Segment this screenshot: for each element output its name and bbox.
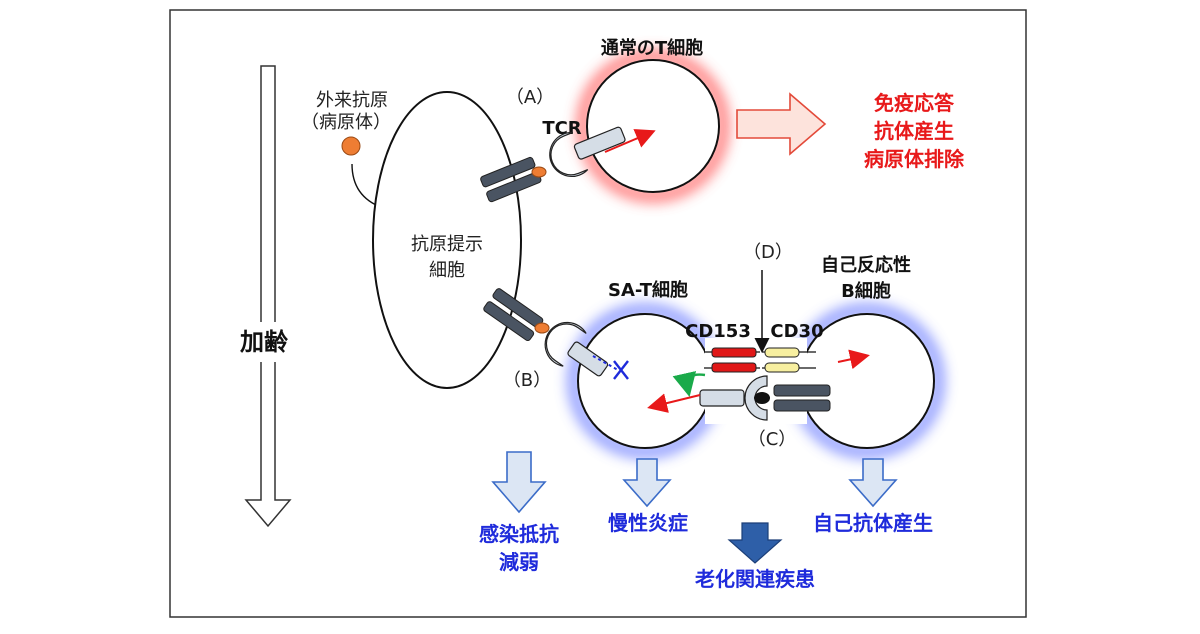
mhc-b bbox=[483, 288, 544, 342]
mhc-a bbox=[480, 156, 542, 203]
figure-frame bbox=[169, 9, 1027, 618]
foreign-antigen-label-2: （病原体） bbox=[301, 112, 391, 133]
apc-label: 抗原提示 bbox=[411, 234, 483, 255]
down-arrow-autoantibody bbox=[848, 458, 898, 508]
sa-t-signal-arrow bbox=[647, 393, 701, 413]
antigen-dot bbox=[341, 136, 361, 156]
tcr-b bbox=[544, 321, 609, 377]
normal-signal-arrow bbox=[604, 129, 656, 153]
cd30-molecule bbox=[762, 347, 816, 373]
response-line-3: 病原体排除 bbox=[864, 147, 965, 171]
cd30-label: CD30 bbox=[770, 321, 823, 342]
normal-t-cell bbox=[586, 59, 720, 193]
tcr-label: TCR bbox=[542, 118, 581, 139]
tcr-a bbox=[549, 126, 626, 178]
response-line-2: 抗体産生 bbox=[874, 119, 954, 143]
mhc-c bbox=[773, 384, 831, 412]
response-line-1: 免疫応答 bbox=[874, 91, 955, 115]
blocked-signal-x bbox=[613, 360, 629, 380]
antigen-bound-a bbox=[531, 166, 547, 178]
label-a: （A） bbox=[506, 87, 554, 108]
blocked-signal-line bbox=[592, 355, 619, 371]
b-cell-label-2: B細胞 bbox=[841, 280, 891, 302]
label-b: （B） bbox=[503, 370, 551, 391]
label-d: （D） bbox=[743, 242, 793, 263]
b-cell-signal-arrow bbox=[837, 349, 870, 370]
green-feedback-arrow bbox=[672, 371, 706, 398]
foreign-antigen-label: 外来抗原 bbox=[316, 90, 388, 111]
outcome-aging-disease: 老化関連疾患 bbox=[695, 567, 815, 591]
aging-label: 加齢 bbox=[240, 328, 289, 356]
aging-label-bg bbox=[228, 322, 300, 362]
aging-arrow bbox=[244, 65, 292, 528]
b-cell-label-1: 自己反応性 bbox=[821, 254, 911, 276]
apc-label-2: 細胞 bbox=[429, 260, 465, 281]
sa-t-cell-label: SA-T細胞 bbox=[608, 279, 688, 301]
outcome-inflammation: 慢性炎症 bbox=[608, 511, 688, 535]
cd153-molecule bbox=[704, 347, 760, 373]
outcome-infection-1: 感染抵抗 bbox=[479, 522, 559, 546]
response-arrow bbox=[736, 92, 827, 156]
cd153-label: CD153 bbox=[685, 321, 751, 342]
label-c: （C） bbox=[748, 429, 797, 450]
normal-t-cell-glow bbox=[577, 50, 729, 202]
antigen-presenting-cell bbox=[372, 91, 522, 389]
down-arrow-inflammation bbox=[622, 458, 672, 508]
down-arrow-aging-disease bbox=[727, 522, 783, 564]
down-arrow-infection bbox=[491, 451, 547, 514]
outcome-autoantibody: 自己抗体産生 bbox=[813, 511, 933, 535]
antigen-bound-b bbox=[534, 322, 550, 334]
normal-t-cell-label: 通常のT細胞 bbox=[601, 37, 703, 59]
outcome-infection-2: 減弱 bbox=[499, 550, 539, 574]
self-antigen-c bbox=[754, 392, 770, 404]
tcr-c bbox=[699, 375, 768, 421]
